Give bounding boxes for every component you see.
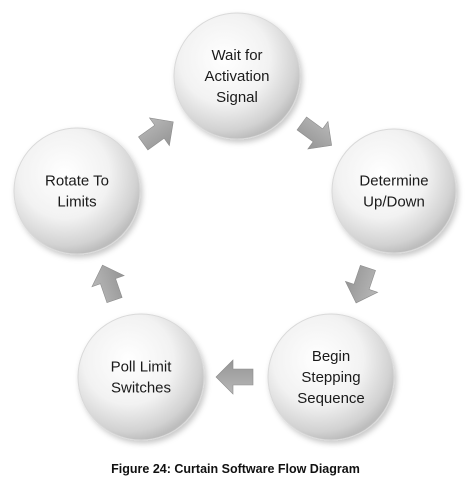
node-label-line: Limits bbox=[57, 194, 96, 211]
node-label-line: Up/Down bbox=[363, 194, 425, 211]
arrow-rotate-to-wait bbox=[138, 117, 174, 151]
arrow-shape bbox=[344, 264, 379, 304]
node-circle bbox=[77, 313, 205, 441]
node-label-line: Sequence bbox=[297, 390, 365, 407]
node-circle bbox=[13, 127, 141, 255]
node-label-line: Poll Limit bbox=[111, 359, 173, 376]
figure-caption: Figure 24: Curtain Software Flow Diagram bbox=[111, 462, 360, 476]
arrow-shape bbox=[138, 117, 174, 151]
arrow-poll-to-rotate bbox=[91, 264, 125, 304]
node-label-line: Switches bbox=[111, 380, 171, 397]
edges-layer bbox=[91, 116, 379, 395]
arrow-begin-to-poll bbox=[215, 359, 254, 395]
node-label: Rotate To Limits bbox=[45, 173, 109, 211]
node-circle bbox=[331, 128, 457, 254]
node-label-line: Determine bbox=[359, 173, 428, 190]
arrow-wait-to-determine bbox=[296, 116, 332, 150]
arrow-shape bbox=[296, 116, 332, 150]
node-label-line: Begin bbox=[312, 348, 350, 365]
arrow-shape bbox=[215, 359, 254, 395]
arrow-shape bbox=[91, 264, 125, 304]
arrow-determine-to-begin bbox=[344, 264, 379, 304]
node-circle bbox=[173, 12, 301, 140]
node-label-line: Stepping bbox=[301, 369, 360, 386]
node-label-line: Rotate To bbox=[45, 173, 109, 190]
node-rotate: Rotate To Limits bbox=[13, 127, 141, 255]
node-label-line: Activation bbox=[204, 68, 269, 85]
node-label-line: Wait for bbox=[211, 47, 262, 64]
node-label-line: Signal bbox=[216, 89, 258, 106]
node-circle bbox=[267, 313, 395, 441]
